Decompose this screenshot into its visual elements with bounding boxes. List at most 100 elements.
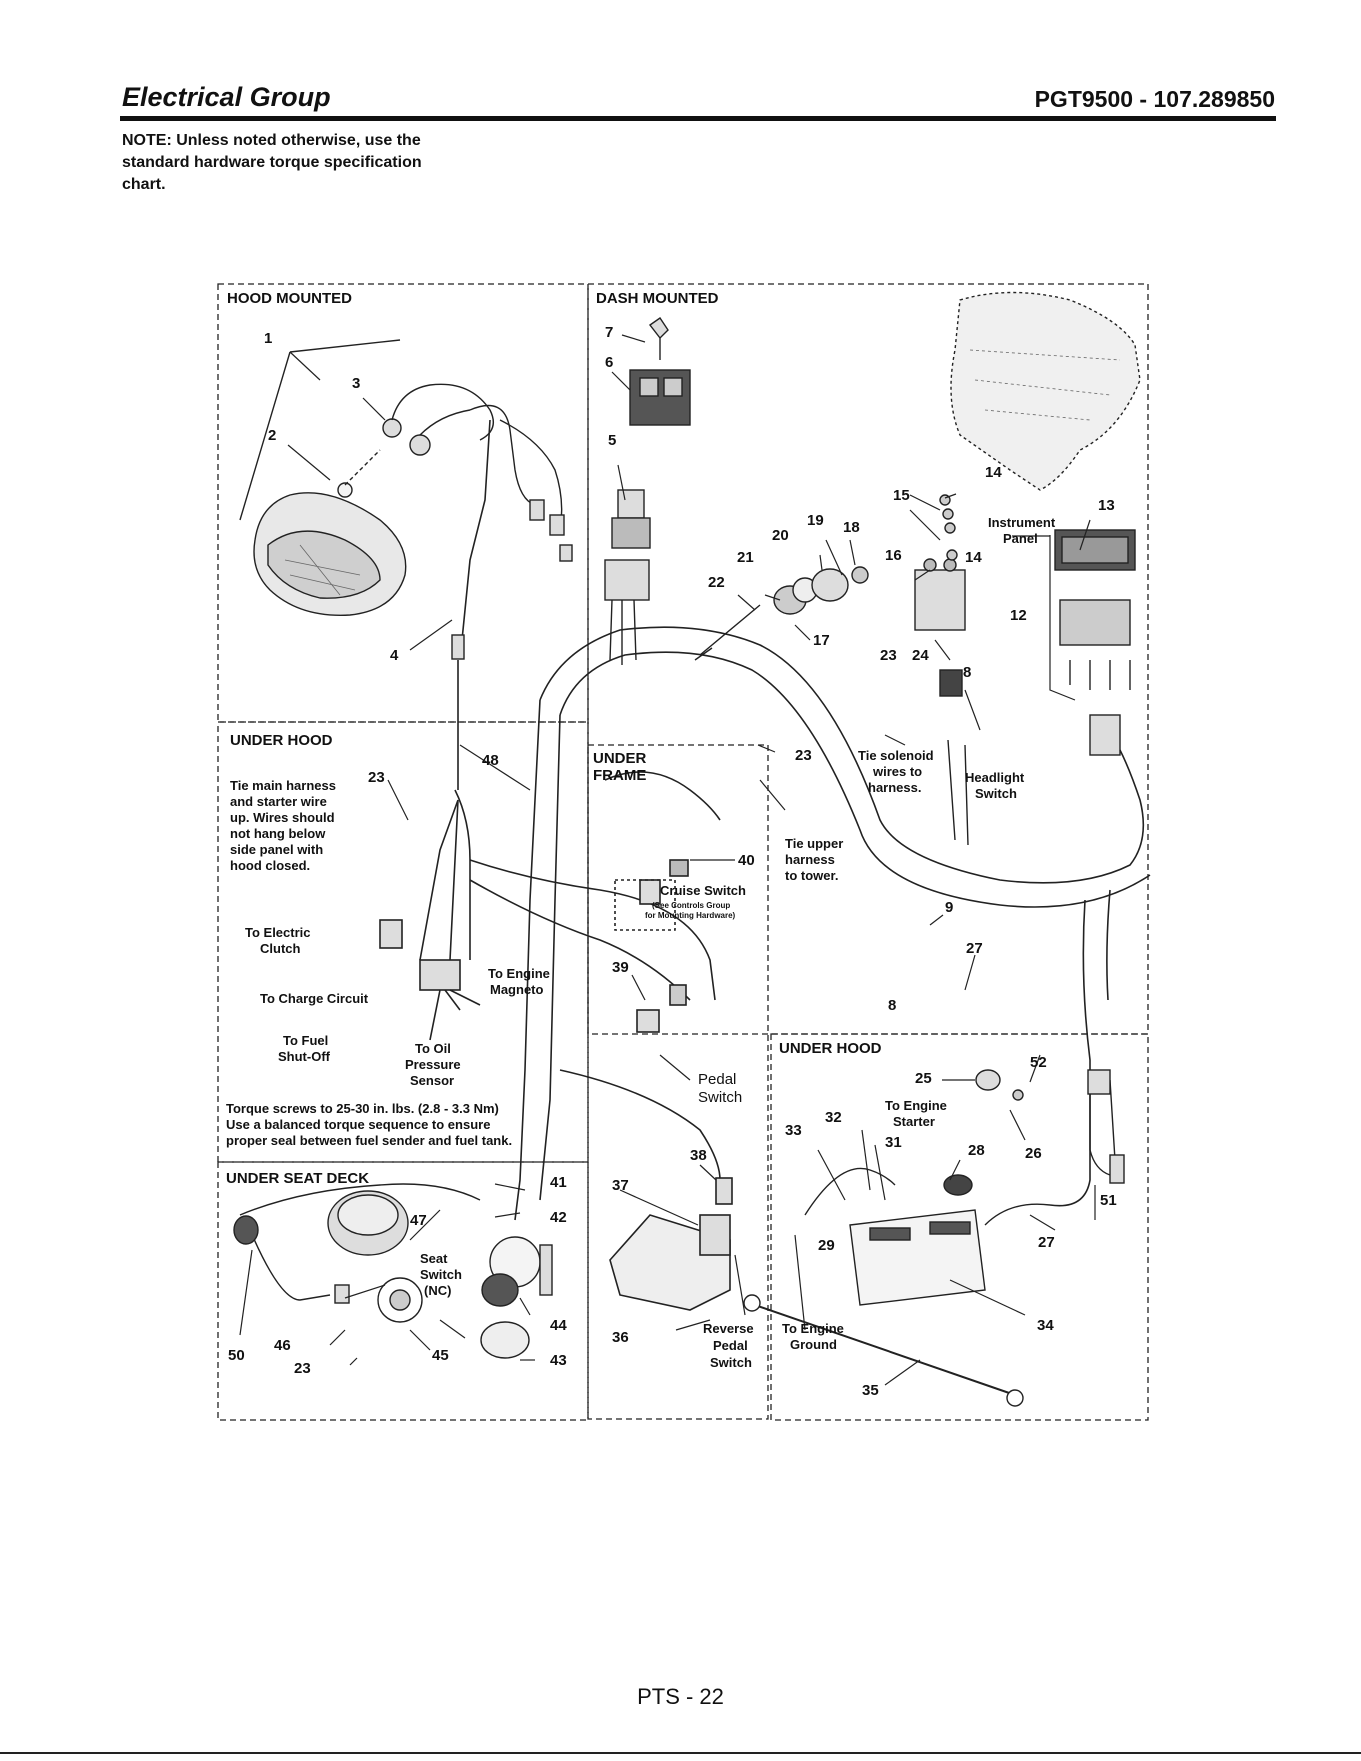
headlight-assembly xyxy=(239,339,573,790)
label-torque-2: Use a balanced torque sequence to ensure xyxy=(226,1117,490,1132)
label-tie-solenoid-3: harness. xyxy=(868,780,921,795)
callout-50: 50 xyxy=(228,1347,245,1364)
heading-hood-mounted: HOOD MOUNTED xyxy=(227,290,352,307)
label-tie-upper-1: Tie upper xyxy=(785,836,843,851)
label-to-engine-ground-1: To Engine xyxy=(782,1321,844,1336)
label-tie-main-3: up. Wires should xyxy=(230,810,335,825)
callout-9: 9 xyxy=(945,899,953,916)
callout-45: 45 xyxy=(432,1347,449,1364)
callout-2: 2 xyxy=(268,427,276,444)
callout-12: 12 xyxy=(1010,607,1027,624)
callout-6: 6 xyxy=(605,354,613,371)
callout-3: 3 xyxy=(352,375,360,392)
callout-43: 43 xyxy=(550,1352,567,1369)
callout-18: 18 xyxy=(843,519,860,536)
callout-1: 1 xyxy=(264,330,272,347)
callout-27-right: 27 xyxy=(1038,1234,1055,1251)
label-tie-main-1: Tie main harness xyxy=(230,778,336,793)
callout-41: 41 xyxy=(550,1174,567,1191)
callout-21: 21 xyxy=(737,549,754,566)
callout-51: 51 xyxy=(1100,1192,1117,1209)
label-to-engine-ground-2: Ground xyxy=(790,1337,837,1352)
label-to-engine-magneto-2: Magneto xyxy=(490,982,544,997)
callout-34: 34 xyxy=(1037,1317,1054,1334)
label-to-electric-2: Clutch xyxy=(260,941,301,956)
heading-under-seat-deck: UNDER SEAT DECK xyxy=(226,1170,369,1187)
callout-23-dash: 23 xyxy=(880,647,897,664)
callout-39: 39 xyxy=(612,959,629,976)
callout-14-lower: 14 xyxy=(965,549,982,566)
heading-under-frame-1: UNDER xyxy=(593,750,647,767)
label-to-engine-starter-1: To Engine xyxy=(885,1098,947,1113)
callout-20: 20 xyxy=(772,527,789,544)
callout-32: 32 xyxy=(825,1109,842,1126)
callout-23-seat: 23 xyxy=(294,1360,311,1377)
label-tie-main-6: hood closed. xyxy=(230,858,310,873)
dash-parts xyxy=(604,291,1141,846)
leader-lines xyxy=(239,334,1096,1386)
callout-36: 36 xyxy=(612,1329,629,1346)
heading-under-hood-right: UNDER HOOD xyxy=(779,1040,882,1057)
callout-16: 16 xyxy=(885,547,902,564)
callout-37: 37 xyxy=(612,1177,629,1194)
callout-7: 7 xyxy=(605,324,613,341)
label-reverse-1: Reverse xyxy=(703,1321,754,1336)
box-under-hood-right xyxy=(770,1033,1149,1421)
label-seat-1: Seat xyxy=(420,1251,448,1266)
box-under-frame xyxy=(587,744,769,1420)
callout-48: 48 xyxy=(482,752,499,769)
label-tie-main-5: side panel with xyxy=(230,842,323,857)
callout-40: 40 xyxy=(738,852,755,869)
label-to-engine-starter-2: Starter xyxy=(893,1114,935,1129)
callout-28: 28 xyxy=(968,1142,985,1159)
label-tie-solenoid-2: wires to xyxy=(872,764,922,779)
label-headlight-2: Switch xyxy=(975,786,1017,801)
callout-19: 19 xyxy=(807,512,824,529)
label-cruise-note-1: (See Controls Group xyxy=(652,901,730,910)
callout-52: 52 xyxy=(1030,1054,1047,1071)
label-instrument-1: Instrument xyxy=(988,515,1056,530)
heading-under-hood-left: UNDER HOOD xyxy=(230,732,333,749)
callout-22: 22 xyxy=(708,574,725,591)
callout-15: 15 xyxy=(893,487,910,504)
page-number: PTS - 22 xyxy=(637,1684,724,1709)
label-reverse-2: Pedal xyxy=(713,1338,748,1353)
label-reverse-3: Switch xyxy=(710,1355,752,1370)
label-to-charge: To Charge Circuit xyxy=(260,991,369,1006)
callout-23-frame: 23 xyxy=(795,747,812,764)
callout-26: 26 xyxy=(1025,1145,1042,1162)
label-to-fuel-2: Shut-Off xyxy=(278,1049,331,1064)
heading-under-frame-2: FRAME xyxy=(593,767,646,784)
torque-note: NOTE: Unless noted otherwise, use the st… xyxy=(122,132,422,193)
callout-8-lower: 8 xyxy=(888,997,896,1014)
label-tie-main-2: and starter wire xyxy=(230,794,327,809)
footer-rule xyxy=(0,1752,1361,1754)
seat-deck-parts xyxy=(233,1183,553,1359)
callout-14-upper: 14 xyxy=(985,464,1002,481)
callout-35: 35 xyxy=(862,1382,879,1399)
label-to-oil-2: Pressure xyxy=(405,1057,461,1072)
callout-4: 4 xyxy=(390,647,399,664)
callout-46: 46 xyxy=(274,1337,291,1354)
callout-38: 38 xyxy=(690,1147,707,1164)
heading-dash-mounted: DASH MOUNTED xyxy=(596,290,719,307)
label-torque-1: Torque screws to 25-30 in. lbs. (2.8 - 3… xyxy=(226,1101,499,1116)
label-instrument-2: Panel xyxy=(1003,531,1038,546)
label-cruise-switch: Cruise Switch xyxy=(660,883,746,898)
label-to-engine-magneto-1: To Engine xyxy=(488,966,550,981)
callout-13: 13 xyxy=(1098,497,1115,514)
callout-24: 24 xyxy=(912,647,929,664)
label-pedal-switch-1: Pedal xyxy=(698,1071,736,1088)
label-seat-2: Switch xyxy=(420,1267,462,1282)
label-tie-upper-3: to tower. xyxy=(785,868,838,883)
label-pedal-switch-2: Switch xyxy=(698,1089,742,1106)
label-tie-solenoid-1: Tie solenoid xyxy=(858,748,934,763)
callout-25: 25 xyxy=(915,1070,932,1087)
callout-42: 42 xyxy=(550,1209,567,1226)
callout-47: 47 xyxy=(410,1212,427,1229)
label-tie-upper-2: harness xyxy=(785,852,835,867)
callout-17: 17 xyxy=(813,632,830,649)
callout-44: 44 xyxy=(550,1317,567,1334)
label-to-electric-1: To Electric xyxy=(245,925,311,940)
